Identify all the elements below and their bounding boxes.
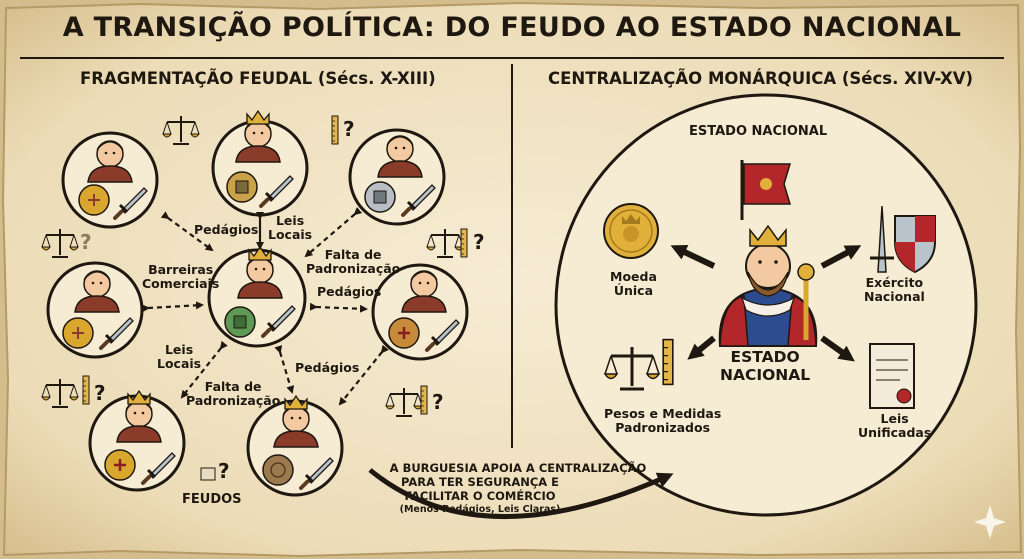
page-title: A TRANSIÇÃO POLÍTICA: DO FEUDO AO ESTADO… xyxy=(62,12,962,43)
burguesia-arrow xyxy=(368,468,674,520)
question-mark: ? xyxy=(94,381,106,405)
question-mark: ? xyxy=(80,230,92,254)
feudo-mid-left xyxy=(46,261,144,359)
burguesia-line-1: A BURGUESIA APOIA A CENTRALIZAÇÃO xyxy=(389,461,647,475)
label-pedagios: Pedágios xyxy=(295,360,360,375)
question-mark: ? xyxy=(218,459,230,483)
leis-scroll-icon xyxy=(869,343,915,409)
question-mark: ? xyxy=(432,390,444,414)
burguesia-line-4: (Menos Pedágios, Leis Claras) xyxy=(399,504,561,515)
feudo-top-center xyxy=(211,110,309,217)
label-falta-padronizacao: Falta de Padronização xyxy=(306,247,401,277)
feudo-top-right xyxy=(348,128,446,226)
feudo-top-left xyxy=(61,131,159,229)
sparkle-icon xyxy=(974,505,1006,539)
right-heading: CENTRALIZAÇÃO MONÁRQUICA (Sécs. XIV-XV) xyxy=(548,69,974,88)
question-mark: ? xyxy=(343,117,355,141)
feudal-connectors xyxy=(141,207,389,406)
label-barreiras-comerciais: Barreiras Comerciais xyxy=(142,262,220,292)
ruler-icon xyxy=(331,115,339,145)
leis-unificadas-label: Leis Unificadas xyxy=(858,411,932,441)
feudos-label: FEUDOS xyxy=(182,492,242,507)
ruler-icon xyxy=(82,375,90,405)
label-leis-locais: Leis Locais xyxy=(157,342,202,372)
label-leis-locais: Leis Locais xyxy=(268,213,313,243)
moeda-label: Moeda Única xyxy=(610,269,657,299)
feudo-mid-right xyxy=(371,263,469,361)
pesos-medidas-label: Pesos e Medidas Padronizados xyxy=(604,406,722,436)
estado-circle-title: ESTADO NACIONAL xyxy=(689,124,828,139)
exercito-label: Exército Nacional xyxy=(864,275,925,305)
exercito-icon xyxy=(870,205,936,274)
estado-center-label: ESTADO NACIONAL xyxy=(720,348,811,384)
flag-icon xyxy=(740,160,792,220)
centralization-arrows xyxy=(670,245,862,362)
document-icon xyxy=(200,467,216,481)
burguesia-line-2: PARA TER SEGURANÇA E xyxy=(400,475,560,489)
feudo-bottom-center xyxy=(246,395,344,497)
king-icon xyxy=(718,224,818,347)
label-pedagios: Pedágios xyxy=(194,222,259,237)
ruler-icon xyxy=(420,385,428,415)
question-mark: ? xyxy=(473,230,485,254)
feudo-center xyxy=(207,246,307,348)
label-pedagios: Pedágios xyxy=(317,284,382,299)
moeda-coin-icon xyxy=(603,203,659,259)
left-heading: FRAGMENTAÇÃO FEUDAL (Sécs. X-XIII) xyxy=(80,69,436,88)
feudo-bottom-left xyxy=(88,390,186,492)
ruler-icon xyxy=(460,228,468,258)
label-falta-padronizacao: Falta de Padronização xyxy=(186,379,281,409)
burguesia-line-3: FACILITAR O COMÉRCIO xyxy=(404,489,556,503)
